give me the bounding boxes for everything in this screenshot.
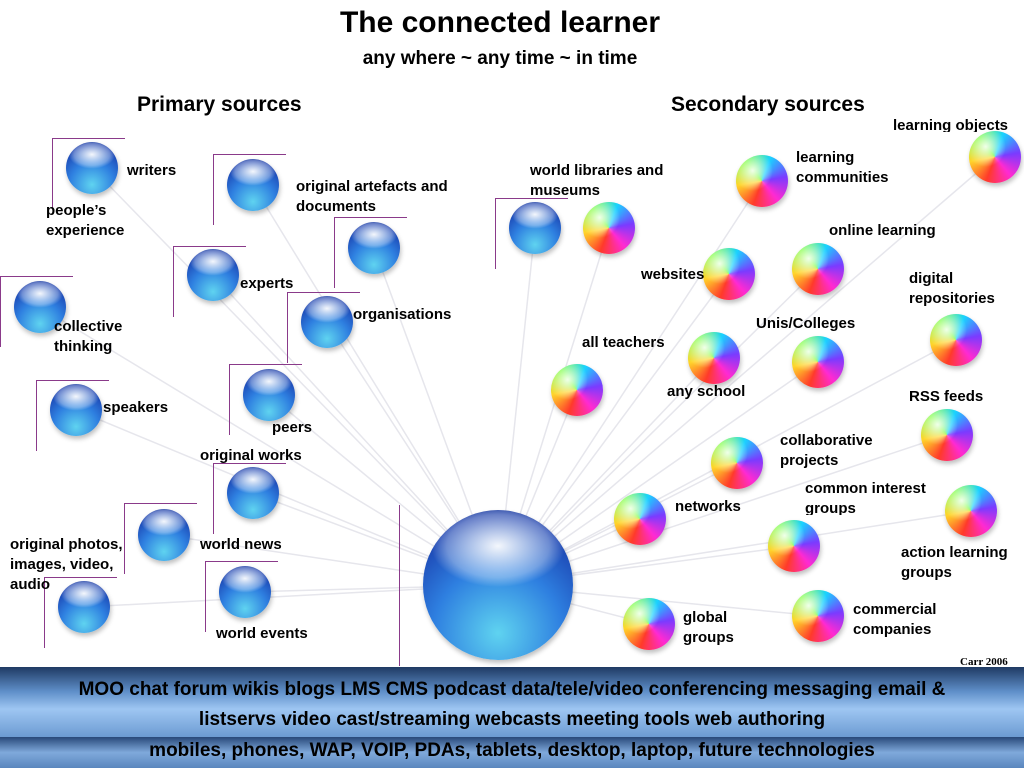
sphere-all-teachers: [551, 364, 603, 416]
sphere-world-events: [219, 566, 271, 618]
sphere-collaborative-projects: [711, 437, 763, 489]
sphere-writers: [66, 142, 118, 194]
primary-sources-heading: Primary sources: [137, 93, 302, 116]
tools-bar-text: MOO chat forum wikis blogs LMS CMS podca…: [78, 679, 946, 730]
sphere-learning-objects: [969, 131, 1021, 183]
label-learning-communities: learning communities: [796, 149, 889, 186]
label-online-learning: online learning: [829, 222, 936, 239]
frame-center: [399, 505, 400, 666]
label-websites: websites: [641, 266, 705, 283]
sphere-experts: [187, 249, 239, 301]
frame-world-news: [124, 503, 197, 574]
sphere-rss-feeds: [921, 409, 973, 461]
label-common-interest-groups: common interest groups: [805, 480, 926, 515]
secondary-sources-heading: Secondary sources: [671, 93, 865, 116]
label-learning-objects: learning objects: [893, 117, 1009, 132]
frame-artefacts: [213, 154, 286, 225]
sphere-speakers: [50, 384, 102, 436]
credit: Carr 2006: [960, 656, 1008, 668]
frame-speakers: [36, 380, 109, 451]
sphere-organisations: [301, 296, 353, 348]
frame-world-events: [205, 561, 278, 632]
label-global-groups: global groups: [683, 609, 734, 646]
label-original-photos: original photos, images, video, audio: [10, 536, 123, 593]
label-action-learning-groups: action learning groups: [901, 544, 1008, 581]
sphere-common-interest: [768, 520, 820, 572]
sphere-digital-repositories: [930, 314, 982, 366]
page-title: The connected learner: [339, 6, 661, 39]
label-unis-colleges: Unis/Colleges: [756, 315, 856, 332]
sphere-original-photos: [58, 581, 110, 633]
frame-organisations-top: [334, 217, 407, 288]
sphere-learner: [423, 510, 573, 660]
label-original-works: original works: [200, 447, 302, 464]
sphere-action-learning: [945, 485, 997, 537]
frame-collective: [0, 276, 73, 347]
sphere-world-libraries-rb: [583, 202, 635, 254]
devices-bar-text: mobiles, phones, WAP, VOIP, PDAs, tablet…: [149, 740, 875, 761]
sphere-peers: [243, 369, 295, 421]
frame-original-photos: [44, 577, 117, 648]
frame-experts: [173, 246, 246, 317]
sphere-organisations-top: [348, 222, 400, 274]
sphere-unis-colleges: [792, 336, 844, 388]
label-organisations: organisations: [353, 306, 452, 323]
frame-original-works: [213, 463, 286, 534]
sphere-artefacts: [227, 159, 279, 211]
frame-peers: [229, 364, 302, 435]
label-all-teachers: all teachers: [582, 334, 665, 351]
label-speakers: speakers: [103, 399, 169, 416]
sphere-original-works: [227, 467, 279, 519]
frame-organisations: [287, 292, 360, 363]
page-subtitle: any where ~ any time ~ in time: [362, 48, 638, 69]
label-collective-thinking: collective thinking: [54, 318, 123, 355]
sphere-online-learning: [792, 243, 844, 295]
label-world-events: world events: [216, 625, 308, 642]
label-collaborative-projects: collaborative projects: [780, 432, 873, 469]
label-experts: experts: [240, 275, 294, 292]
sphere-world-libraries: [509, 202, 561, 254]
label-peoples-experience: people’s experience: [46, 202, 125, 239]
devices-bar: [0, 737, 1024, 768]
sphere-any-school: [688, 332, 740, 384]
sphere-learning-communities: [736, 155, 788, 207]
sphere-commercial-companies: [792, 590, 844, 642]
sphere-global-groups: [623, 598, 675, 650]
label-commercial-companies: commercial companies: [853, 601, 937, 638]
sphere-websites: [703, 248, 755, 300]
label-world-news: world news: [200, 536, 282, 553]
label-any-school: any school: [667, 383, 746, 400]
label-world-libraries: world libraries and museums: [530, 162, 664, 199]
label-writers: writers: [127, 162, 177, 179]
tools-bar: [0, 667, 1024, 737]
sphere-collective: [14, 281, 66, 333]
label-digital-repositories: digital repositories: [909, 270, 995, 307]
frame-writers: [52, 138, 125, 209]
frame-world-libraries: [495, 198, 568, 269]
sphere-world-news: [138, 509, 190, 561]
sphere-networks: [614, 493, 666, 545]
label-networks: networks: [675, 498, 741, 515]
label-original-artefacts: original artefacts and documents: [296, 178, 448, 215]
label-rss-feeds: RSS feeds: [909, 388, 984, 405]
label-peers: peers: [272, 419, 313, 436]
